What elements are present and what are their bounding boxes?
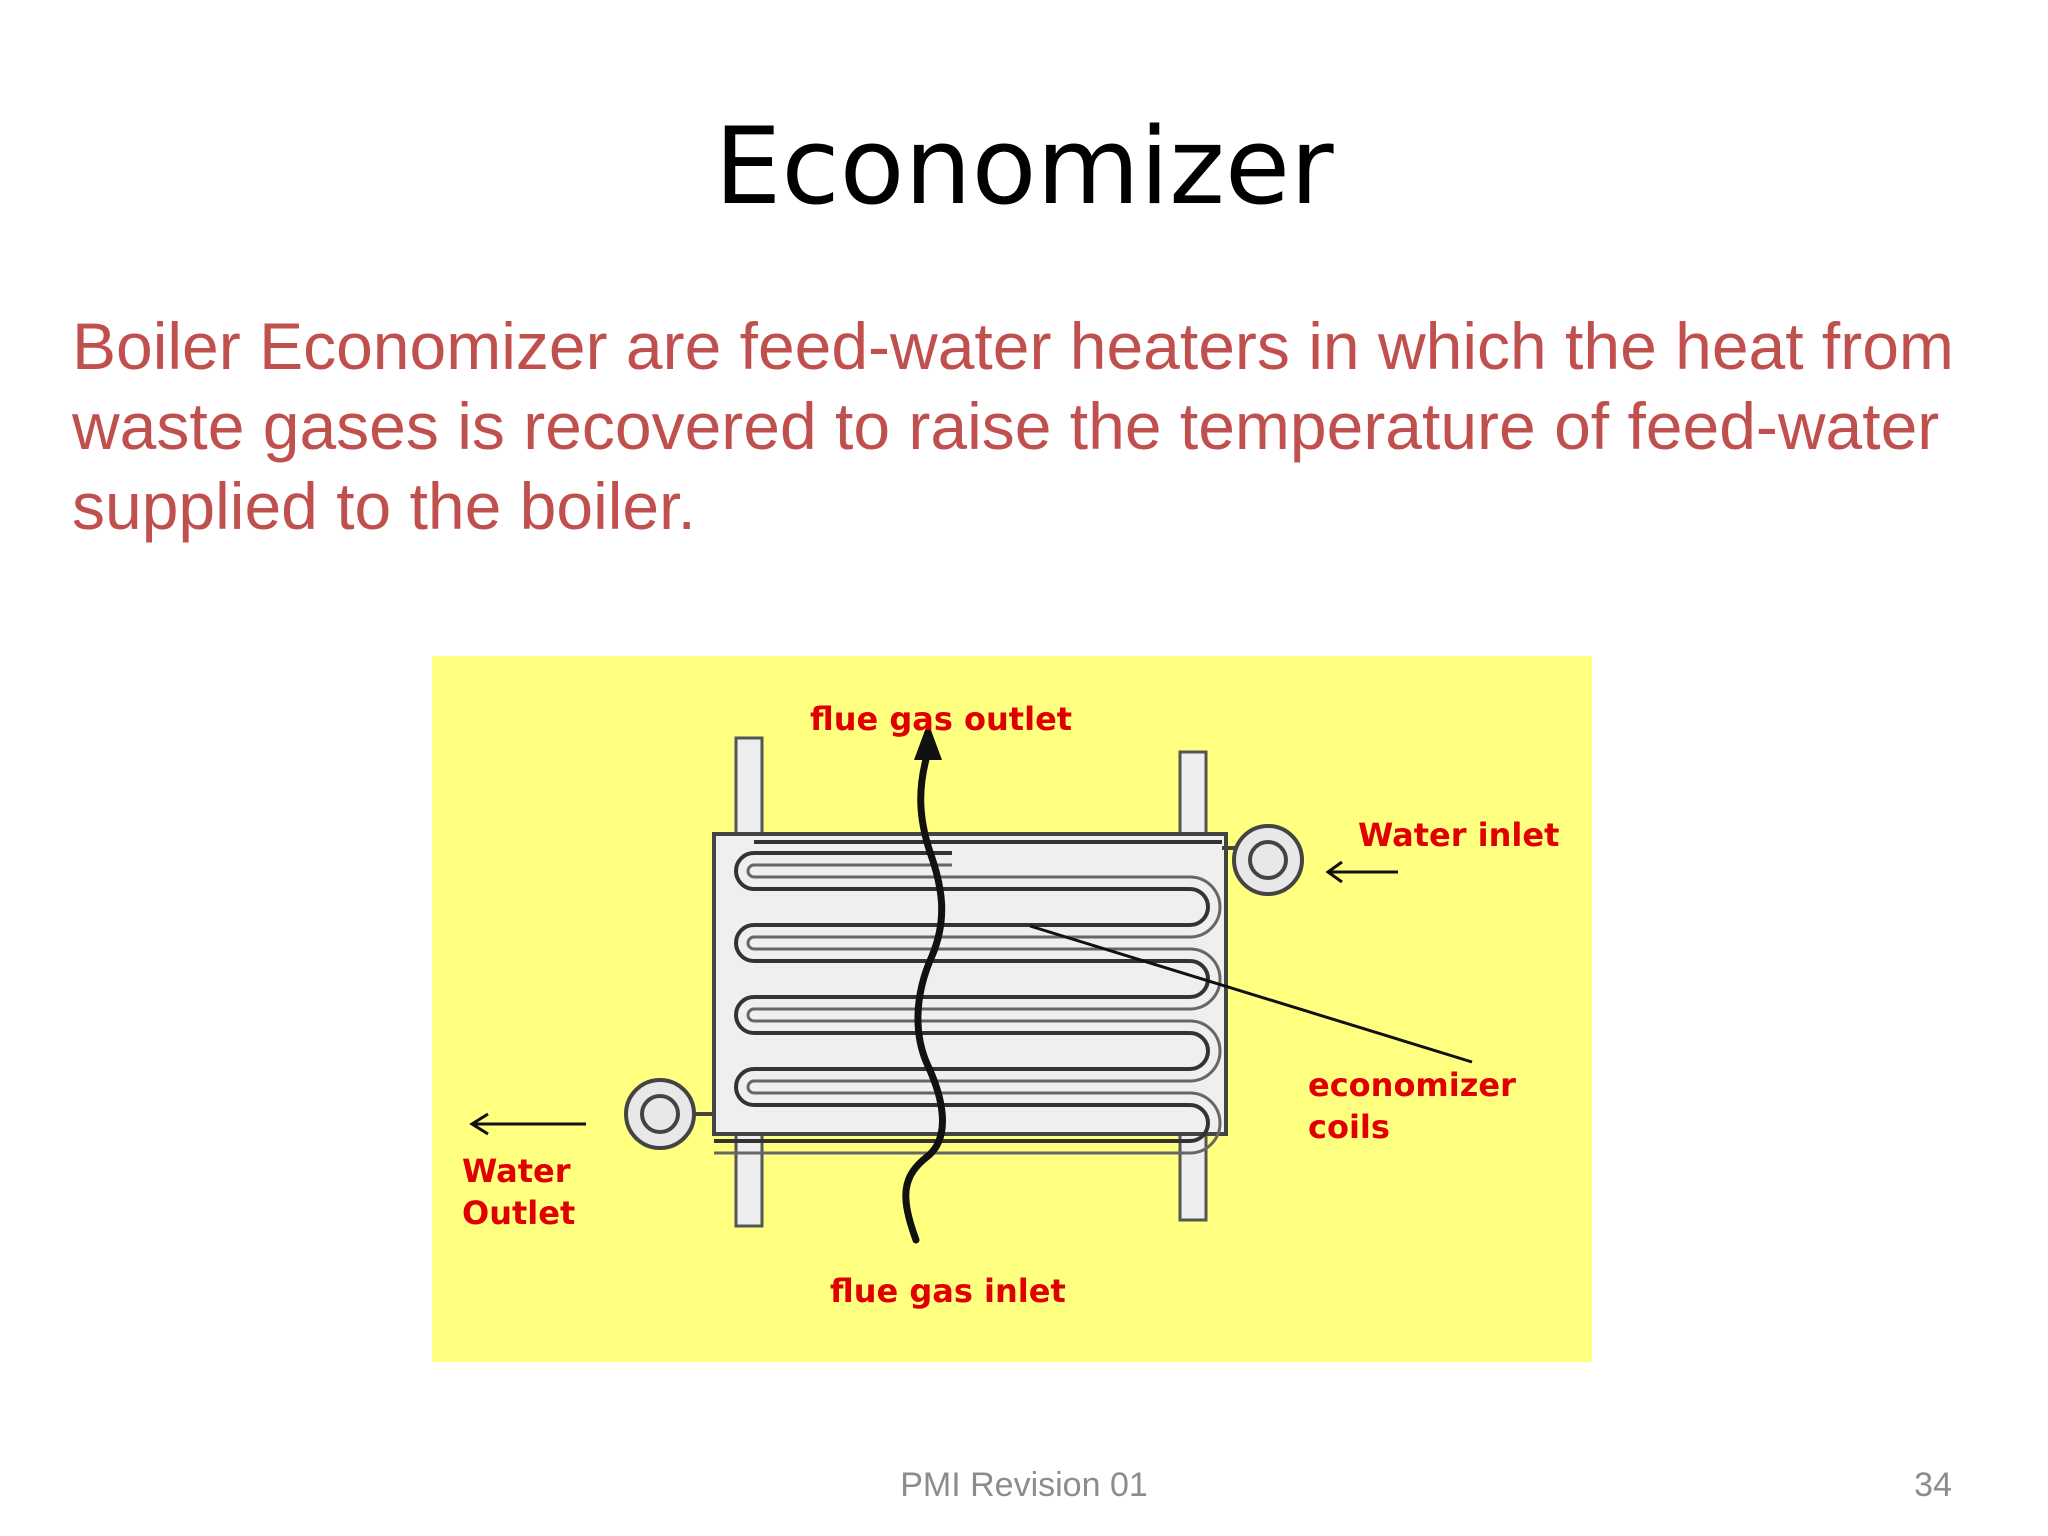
- economizer-casing: [712, 832, 1228, 1136]
- economizer-diagram: flue gas outlet flue gas inlet Water inl…: [432, 656, 1592, 1362]
- slide-body-text: Boiler Economizer are feed-water heaters…: [72, 309, 1954, 543]
- footer-revision: PMI Revision 01: [900, 1466, 1148, 1504]
- flue-gas-arrowhead: [914, 722, 942, 760]
- water-outlet-header: [624, 1078, 714, 1150]
- flue-gas-inlet-label: flue gas inlet: [830, 1272, 1066, 1310]
- water-outlet-arrow: [469, 1112, 586, 1136]
- economizer-coils: [714, 840, 1222, 1155]
- coils-pointer-line: [1029, 924, 1473, 1064]
- flue-gas-outlet-label: flue gas outlet: [810, 700, 1072, 738]
- water-outlet-label-line2: Outlet: [462, 1194, 575, 1232]
- left-support-top: [734, 736, 764, 840]
- water-inlet-label: Water inlet: [1358, 816, 1559, 854]
- economizer-coils-label-line2: coils: [1308, 1108, 1390, 1146]
- page-number: 34: [1914, 1466, 1952, 1504]
- water-inlet-arrow: [1325, 860, 1398, 884]
- slide-title: Economizer: [714, 105, 1334, 228]
- economizer-coils-label-line1: economizer: [1308, 1066, 1516, 1104]
- flue-gas-path: [902, 748, 946, 1244]
- water-inlet-header: [1222, 824, 1304, 896]
- water-outlet-label-line1: Water: [462, 1152, 571, 1190]
- right-support-top: [1178, 750, 1208, 844]
